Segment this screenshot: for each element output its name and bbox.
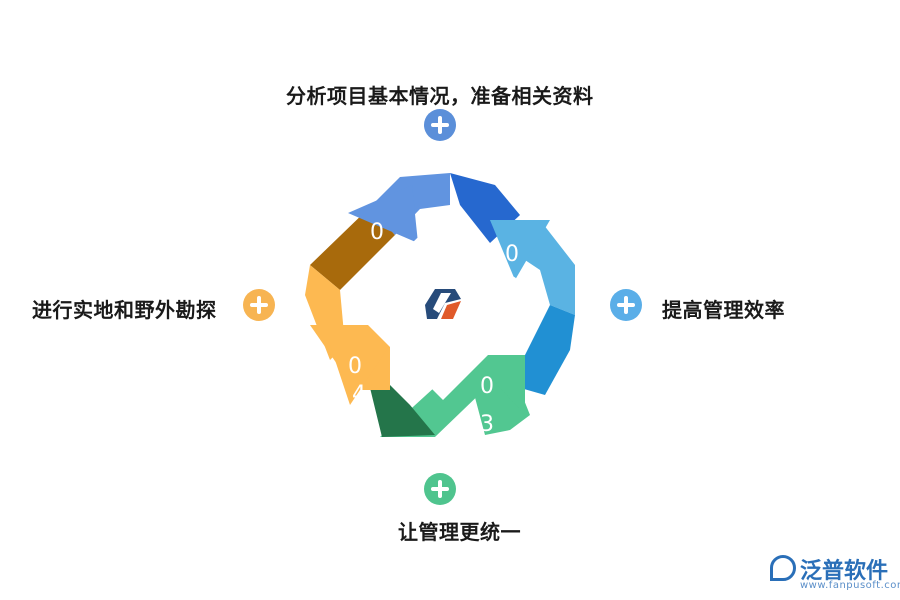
- step-label-left: 进行实地和野外勘探: [32, 298, 217, 322]
- plus-circle-icon-bottom[interactable]: [424, 473, 456, 505]
- cycle-number-3a: 0: [480, 374, 494, 399]
- cycle-segment-02: [450, 173, 575, 315]
- cycle-number-1a: 0: [370, 220, 384, 245]
- cycle-number-4b: 4: [352, 382, 366, 407]
- plus-circle-icon-right[interactable]: [610, 289, 642, 321]
- cycle-number-2a: 0: [505, 242, 519, 267]
- cycle-number-2b: 2: [505, 274, 519, 299]
- cycle-segment-04: [305, 265, 435, 437]
- brand-url: www.fanpusoft.com: [800, 580, 900, 591]
- plus-circle-icon-left[interactable]: [243, 289, 275, 321]
- cycle-number-1b: 1: [372, 256, 386, 281]
- brand-name-text: 泛普软件: [800, 559, 889, 584]
- step-label-top: 分析项目基本情况，准备相关资料: [286, 84, 594, 108]
- company-logo-icon: [425, 289, 461, 319]
- cycle-number-4a: 0: [348, 354, 362, 379]
- cycle-number-3b: 3: [480, 412, 494, 437]
- plus-circle-icon-top[interactable]: [424, 109, 456, 141]
- brand-logo-icon: [770, 555, 796, 581]
- cycle-diagram: 0 1 0 2 0 3 0 4: [305, 173, 575, 437]
- step-label-right: 提高管理效率: [662, 298, 785, 322]
- brand-name: 泛普软件: [770, 553, 888, 585]
- cycle-segment-01: [310, 173, 450, 290]
- step-label-bottom: 让管理更统一: [398, 520, 521, 544]
